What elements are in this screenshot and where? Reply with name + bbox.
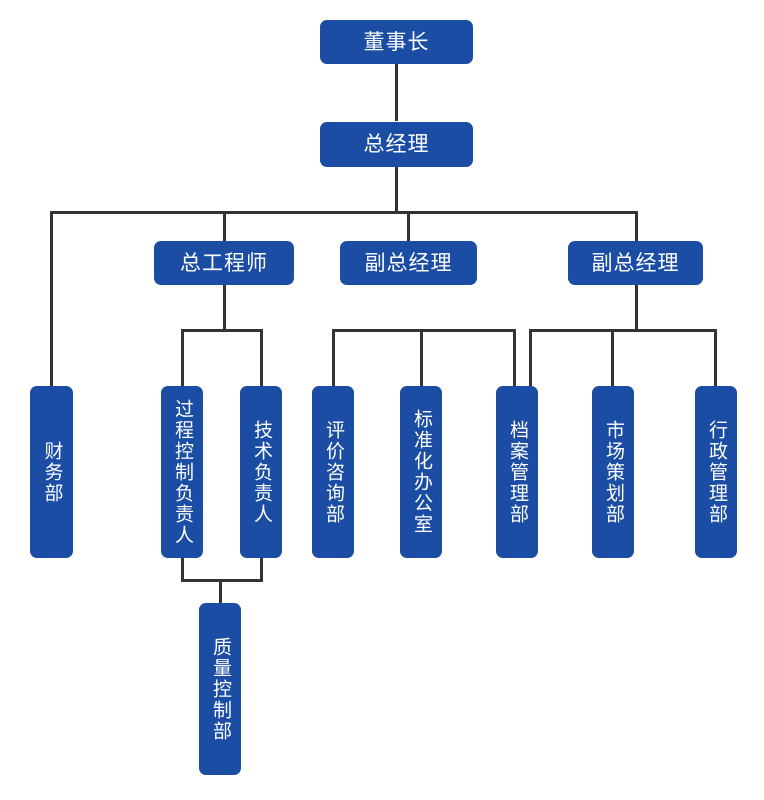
node-general-manager[interactable]: 总经理 bbox=[320, 122, 473, 167]
node-evaluation-consulting-dept-label: 评价咨询部 bbox=[322, 419, 344, 525]
node-chairman-label: 董事长 bbox=[363, 30, 430, 54]
node-standardization-office-label: 标准化办公室 bbox=[410, 409, 432, 535]
node-archive-management-dept-label: 档案管理部 bbox=[506, 419, 528, 525]
connector-deputy-gm-2-drop bbox=[635, 285, 638, 331]
connector-to-quality-control bbox=[219, 579, 222, 604]
node-deputy-gm-2-label: 副总经理 bbox=[591, 251, 680, 275]
node-deputy-gm-2[interactable]: 副总经理 bbox=[568, 241, 703, 285]
connector-to-archive-management-alt bbox=[529, 329, 532, 386]
connector-to-evaluation-consulting bbox=[332, 329, 335, 386]
connector-to-archive-management bbox=[513, 329, 516, 386]
node-process-control-lead-label: 过程控制负责人 bbox=[171, 398, 193, 546]
node-deputy-gm-1-label: 副总经理 bbox=[364, 251, 453, 275]
connector-bus-to-deputy-gm-1 bbox=[407, 211, 410, 242]
connector-deputy-gm-2-bus bbox=[529, 329, 716, 332]
connector-bus-to-chief-engineer bbox=[223, 211, 226, 242]
node-technical-lead-label: 技术负责人 bbox=[250, 419, 272, 525]
connector-quality-control-merge-bus bbox=[181, 579, 263, 582]
connector-main-bus bbox=[50, 211, 637, 214]
connector-to-market-planning bbox=[611, 329, 614, 386]
node-chief-engineer-label: 总工程师 bbox=[180, 251, 268, 275]
node-process-control-lead[interactable]: 过程控制负责人 bbox=[161, 386, 203, 558]
node-chairman[interactable]: 董事长 bbox=[320, 20, 473, 64]
node-evaluation-consulting-dept[interactable]: 评价咨询部 bbox=[312, 386, 354, 558]
connector-bus-to-finance bbox=[50, 211, 53, 386]
node-deputy-gm-1[interactable]: 副总经理 bbox=[340, 241, 477, 285]
connector-to-technical-lead bbox=[260, 329, 263, 386]
node-market-planning-dept-label: 市场策划部 bbox=[602, 419, 624, 525]
node-quality-control-dept[interactable]: 质量控制部 bbox=[199, 603, 241, 775]
node-finance-dept[interactable]: 财务部 bbox=[30, 386, 73, 558]
node-administrative-management-dept[interactable]: 行政管理部 bbox=[695, 386, 737, 558]
node-general-manager-label: 总经理 bbox=[363, 133, 430, 156]
connector-to-process-control-lead bbox=[181, 329, 184, 386]
connector-bus-to-deputy-gm-2 bbox=[635, 211, 638, 242]
node-quality-control-dept-label: 质量控制部 bbox=[209, 636, 231, 742]
connector-process-control-down bbox=[181, 558, 184, 581]
node-administrative-management-dept-label: 行政管理部 bbox=[705, 419, 727, 525]
connector-chief-engineer-bus bbox=[181, 329, 263, 332]
node-standardization-office[interactable]: 标准化办公室 bbox=[400, 386, 442, 558]
connector-deputy-gm-1-bus bbox=[332, 329, 516, 332]
node-archive-management-dept[interactable]: 档案管理部 bbox=[496, 386, 538, 558]
node-finance-dept-label: 财务部 bbox=[41, 440, 63, 504]
connector-technical-lead-down bbox=[260, 558, 263, 581]
connector-gm-drop bbox=[395, 167, 398, 213]
connector-chief-engineer-drop bbox=[223, 285, 226, 331]
node-market-planning-dept[interactable]: 市场策划部 bbox=[592, 386, 634, 558]
connector-to-administrative-management bbox=[714, 329, 717, 386]
connector-chairman-to-gm bbox=[395, 64, 398, 121]
node-chief-engineer[interactable]: 总工程师 bbox=[154, 241, 294, 285]
connector-to-standardization-office bbox=[420, 329, 423, 386]
node-technical-lead[interactable]: 技术负责人 bbox=[240, 386, 282, 558]
